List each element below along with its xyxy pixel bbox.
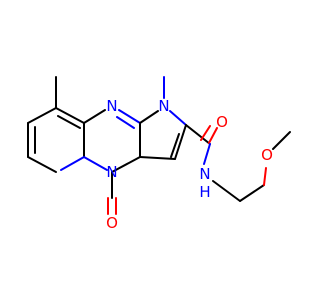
bond [111,156,141,173]
bond [83,156,108,171]
atom-o-amide: O [216,113,228,131]
atom-n-pyrimidine: N [106,97,117,115]
bond [170,133,180,158]
side-chain [185,124,291,202]
bond [185,124,211,145]
bond [212,180,241,202]
bond [139,156,176,160]
atom-n-amide: N [199,165,210,183]
bond [55,107,85,124]
bond [174,124,187,160]
molecule-structure-diagram: N N N O O N H O [0,0,300,300]
bond [203,143,211,165]
bond [239,184,265,202]
bond [200,125,211,141]
bond [263,167,267,186]
bond [118,109,141,124]
bond [27,156,57,173]
diagram-background [0,0,300,300]
atom-o-ether: O [261,146,273,164]
bond [116,116,135,129]
atom-h-amide: H [199,183,210,201]
atom-n-bridgehead: N [106,163,117,181]
pyrrole-ring [139,76,187,160]
bond [83,109,106,124]
bond [169,110,187,126]
bond [272,131,291,150]
bond [57,115,81,129]
atom-n-pyrrole: N [158,97,169,115]
bond [208,127,218,144]
bond [27,107,57,124]
bond [60,156,85,171]
atom-o-ketone: O [106,214,118,232]
pyridine-ring [27,76,85,173]
pyrimidinone-ring [83,109,141,215]
bond [139,110,159,124]
